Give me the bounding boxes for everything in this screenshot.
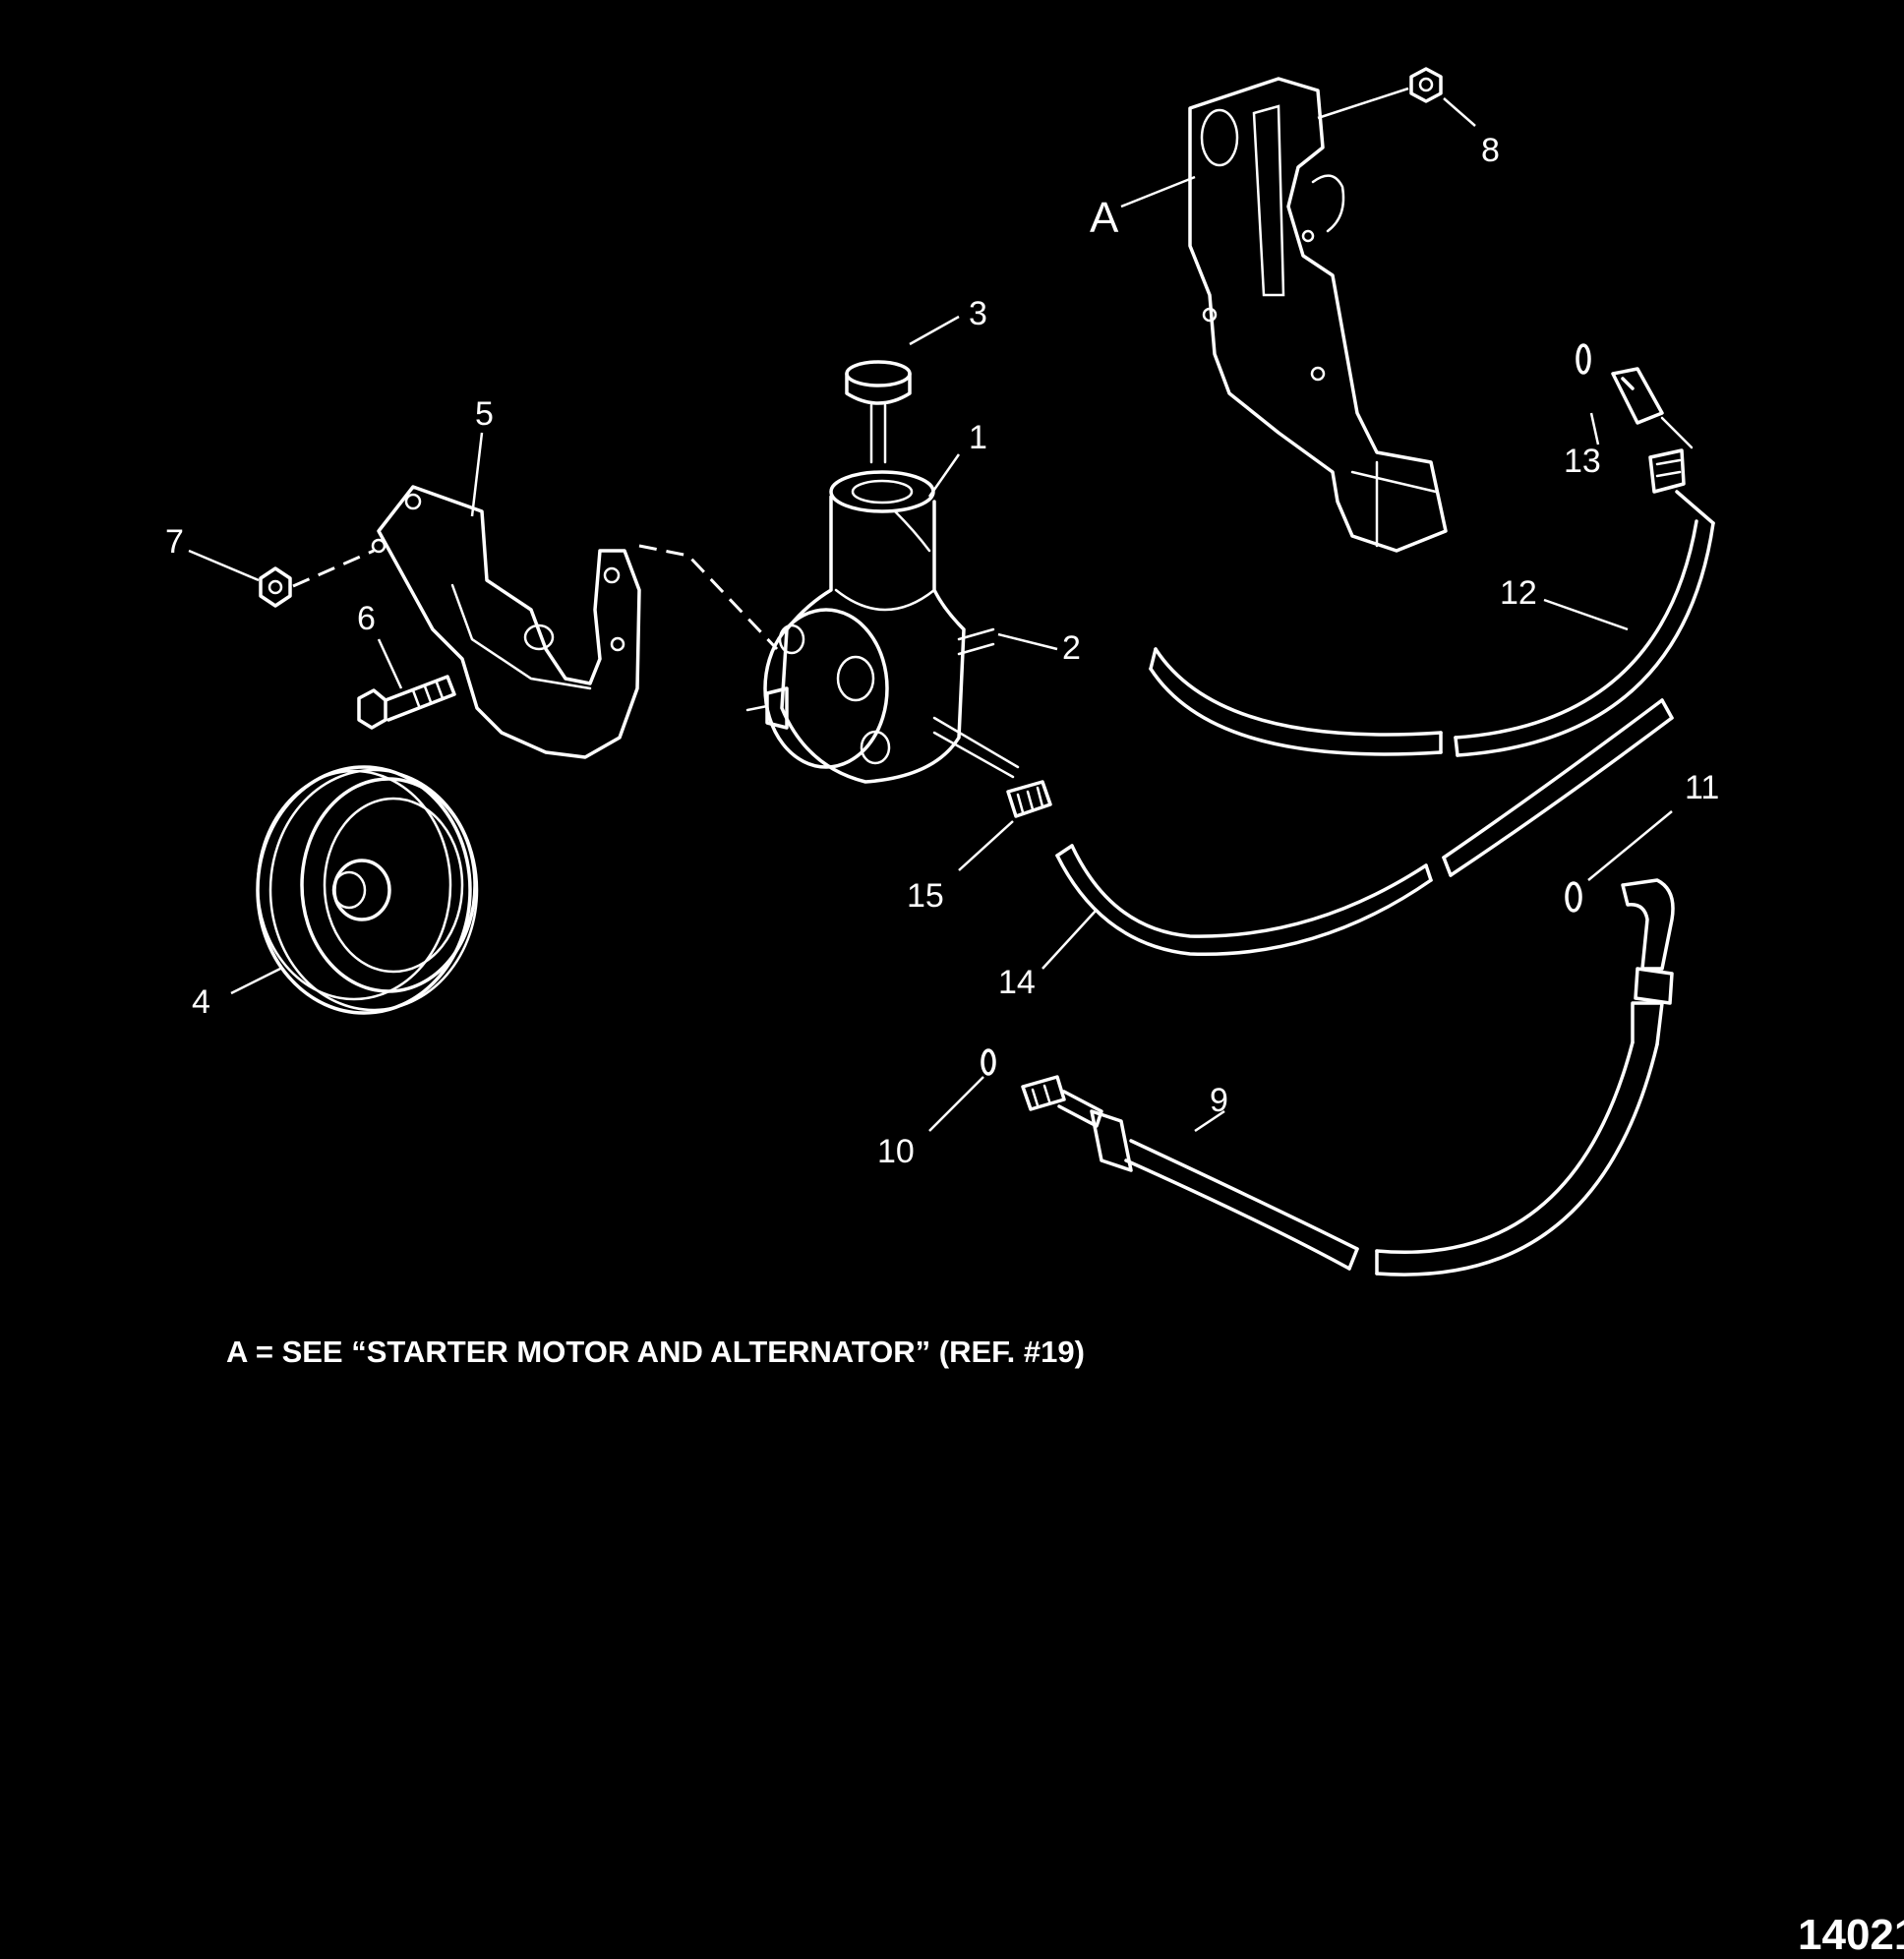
leader-3 (909, 315, 960, 346)
pulley-4 (256, 765, 479, 1015)
mounting-bracket-a (1188, 77, 1448, 553)
leader-4 (230, 967, 281, 995)
leader-10 (928, 1076, 984, 1132)
bolt-6 (357, 675, 456, 730)
callout-2: 2 (1062, 629, 1081, 667)
callout-10: 10 (877, 1133, 915, 1170)
reference-note: A = SEE “STARTER MOTOR AND ALTERNATOR” (… (226, 1335, 1085, 1369)
callout-11: 11 (1685, 769, 1719, 806)
leader-7 (188, 549, 260, 582)
fitting-11 (1621, 878, 1675, 1005)
hose-9 (1021, 1001, 1664, 1276)
leader-8-label (1443, 97, 1476, 127)
nut-7-alignment (292, 549, 375, 588)
nut-7 (259, 566, 292, 608)
callout-a: A (1090, 194, 1119, 242)
reservoir-cap-3 (845, 360, 912, 464)
leader-2 (997, 632, 1058, 651)
alignment-line (638, 544, 779, 651)
leader-14 (1041, 909, 1098, 970)
o-ring-11 (1565, 881, 1582, 913)
leader-1 (927, 453, 961, 498)
hose-14 (1055, 698, 1674, 957)
callout-3: 3 (969, 295, 987, 332)
leader-6 (377, 638, 403, 689)
leader-5 (470, 432, 484, 517)
o-ring-13 (1576, 343, 1591, 375)
hose-12 (1149, 448, 1715, 757)
leader-8 (1317, 87, 1409, 120)
fitting-15 (1006, 780, 1052, 818)
callout-13: 13 (1564, 443, 1601, 480)
power-steering-pump-1 (745, 470, 1020, 784)
leader-12 (1543, 598, 1629, 631)
callout-5: 5 (475, 395, 494, 433)
callout-7: 7 (165, 523, 184, 561)
figure-id: 14021 (1798, 1911, 1904, 1959)
callout-12: 12 (1500, 574, 1537, 612)
leader-9 (1194, 1109, 1225, 1133)
o-ring-10 (981, 1048, 996, 1076)
callout-15: 15 (907, 877, 944, 915)
nut-8 (1409, 67, 1443, 103)
pump-bracket-5 (371, 485, 641, 759)
callout-14: 14 (998, 964, 1036, 1001)
leader-13 (1589, 412, 1600, 445)
leader-a (1120, 175, 1196, 208)
leader-11 (1587, 810, 1673, 881)
callout-6: 6 (357, 600, 376, 637)
callout-1: 1 (969, 419, 987, 456)
leader-15 (958, 820, 1014, 871)
callout-9: 9 (1210, 1082, 1228, 1119)
callout-8: 8 (1481, 132, 1500, 169)
fitting-13 (1611, 367, 1694, 449)
callout-4: 4 (192, 983, 210, 1021)
